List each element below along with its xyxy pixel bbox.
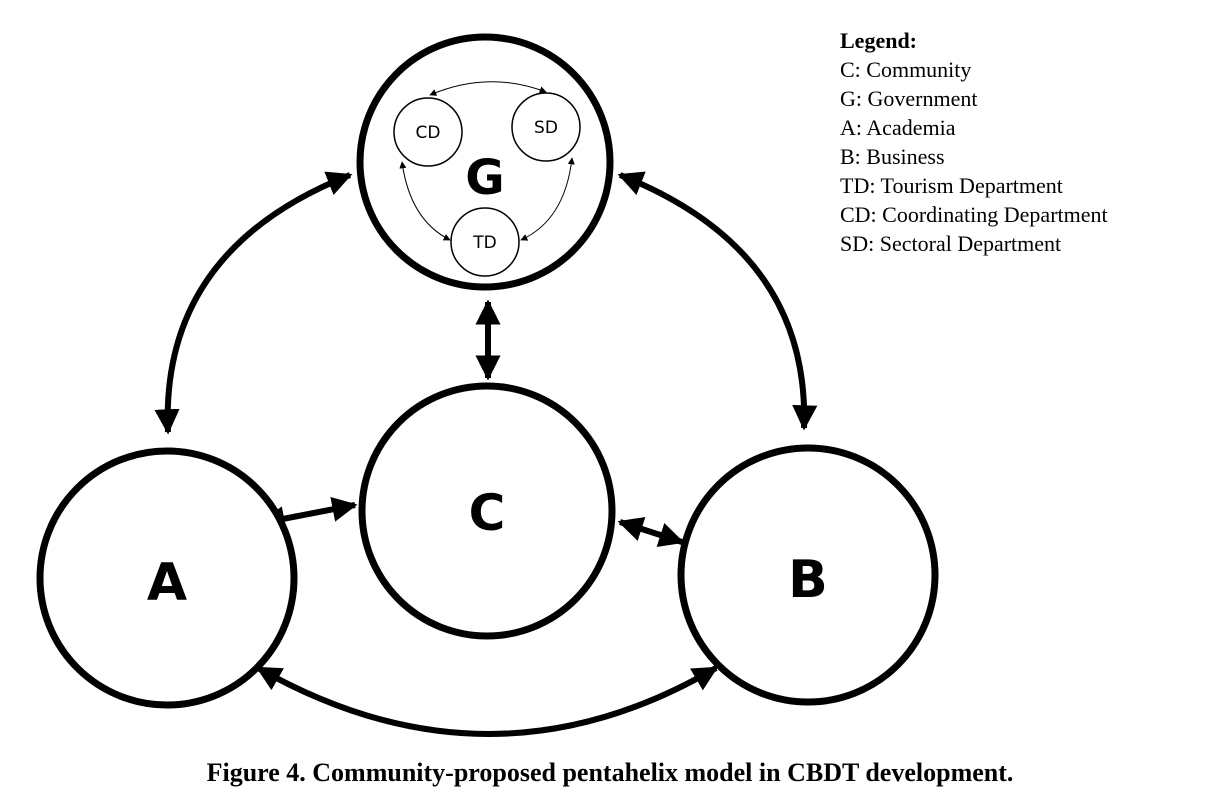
node-c-circle [358, 382, 616, 640]
legend-item: C: Community [840, 57, 972, 82]
arrow-cd-td [399, 161, 451, 241]
arrow-cd-sd [429, 81, 547, 96]
arrow-a-b [255, 665, 719, 737]
legend-title: Legend: [840, 28, 917, 53]
node-cd-label: CD [416, 123, 441, 143]
legend-item: SD: Sectoral Department [840, 231, 1062, 256]
legend-item: B: Business [840, 144, 945, 169]
node-g-label: G [465, 150, 504, 206]
node-c-label: C [469, 484, 506, 542]
arrow-c-b [617, 516, 685, 548]
node-b-label: B [788, 550, 828, 610]
arrow-g-b [617, 171, 818, 431]
legend-item: A: Academia [840, 115, 956, 140]
node-sd-label: SD [534, 118, 558, 138]
legend-item: TD: Tourism Department [840, 173, 1063, 198]
arrow-sd-td [520, 157, 575, 241]
node-a-label: A [147, 553, 187, 613]
node-a-circle [36, 447, 298, 709]
legend-item: G: Government [840, 86, 978, 111]
legend-item: CD: Coordinating Department [840, 202, 1108, 227]
figure-caption: Figure 4. Community-proposed pentahelix … [206, 758, 1014, 787]
arrow-g-a [154, 171, 353, 435]
node-b-circle [677, 444, 939, 706]
node-td-label: TD [472, 233, 496, 253]
legend: Legend: C: Community G: Government A: Ac… [840, 26, 1108, 258]
node-td-circle [450, 207, 520, 277]
